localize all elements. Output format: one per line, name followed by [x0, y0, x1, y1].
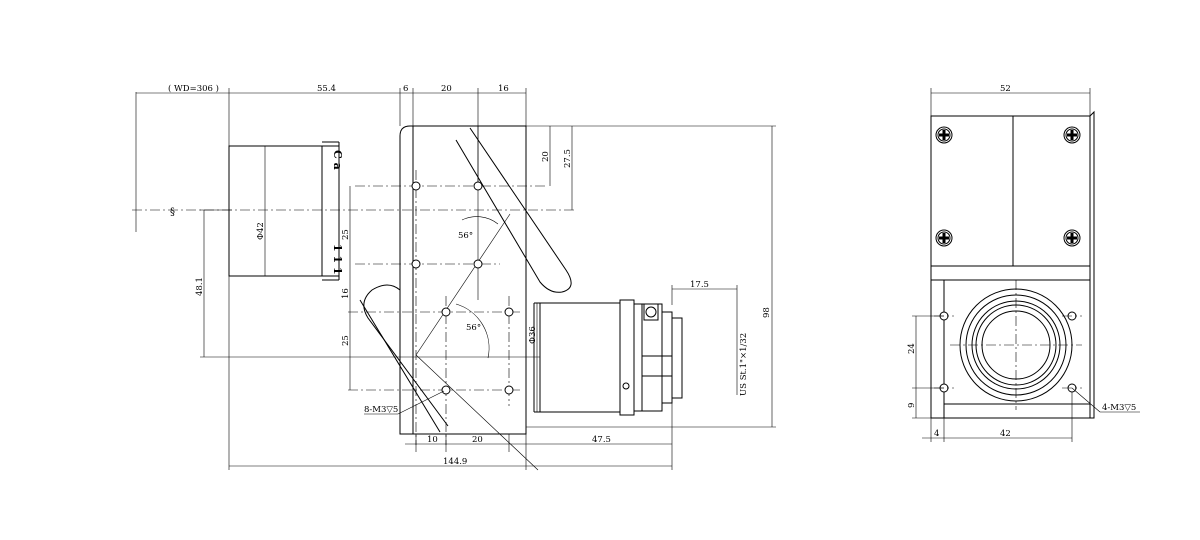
- dim-9: 9: [907, 403, 917, 408]
- dim-55-4: 55.4: [317, 84, 336, 94]
- hole: [411, 181, 421, 191]
- dim-6: 6: [403, 84, 408, 94]
- hole: [504, 307, 514, 317]
- dim-phi42: Φ42: [256, 222, 266, 240]
- dim-25-upper: 25: [341, 229, 351, 240]
- dim-16-left: 16: [341, 288, 351, 299]
- dim-20-top: 20: [441, 84, 452, 94]
- dim-24: 24: [907, 343, 917, 354]
- lens-marks-text: 1 1 1: [331, 244, 344, 275]
- lens-brand-text: C a: [331, 150, 344, 170]
- dim-47-5: 47.5: [592, 435, 611, 445]
- dim-42: 42: [1000, 429, 1011, 439]
- screw-icon: [1063, 229, 1081, 247]
- dim-98: 98: [762, 307, 772, 318]
- hole: [504, 385, 514, 395]
- front-view: 52: [907, 84, 1140, 442]
- dim-16-top: 16: [498, 84, 509, 94]
- front-bracket: [930, 279, 1091, 419]
- dim-4: 4: [934, 429, 939, 439]
- dim-10: 10: [427, 435, 438, 445]
- dim-17-5: 17.5: [690, 280, 709, 290]
- dim-phi36: Φ36: [528, 326, 538, 344]
- hole: [473, 181, 483, 191]
- break-symbol: §: [170, 207, 175, 218]
- angle-56-lower: 56°: [466, 323, 481, 333]
- hole: [441, 307, 451, 317]
- upper-slot: [455, 126, 572, 300]
- angle-56-upper: 56°: [458, 231, 473, 241]
- dim-52: 52: [1000, 84, 1011, 94]
- dim-20-bottom: 20: [472, 435, 483, 445]
- lens-rings: [950, 280, 1082, 410]
- hole-callout-4-m3: 4-M3▽5: [1102, 403, 1136, 413]
- lower-slot: [359, 284, 449, 433]
- screw-icon: [935, 126, 953, 144]
- hole: [411, 259, 421, 269]
- dim-25-lower: 25: [341, 335, 351, 346]
- camera-body: [533, 299, 683, 416]
- screw-icon: [1063, 126, 1081, 144]
- mounting-holes: [411, 181, 514, 395]
- lens-barrel: C a 1 1 1: [228, 141, 344, 281]
- hole: [441, 385, 451, 395]
- side-view: ( WD=306 ) § C a 1 1 1 55.4 Φ42 6: [132, 83, 776, 471]
- dim-27-5: 27.5: [563, 149, 573, 168]
- dim-144-9: 144.9: [443, 457, 467, 467]
- bracket-plate: [399, 125, 527, 435]
- dim-wd: ( WD=306 ): [168, 83, 219, 94]
- dim-20-right: 20: [541, 151, 551, 162]
- screw-icon: [935, 229, 953, 247]
- dim-48-1: 48.1: [195, 277, 205, 296]
- mount-thread-label: US St.1"×1/32: [739, 333, 749, 396]
- hole-callout-8-m3: 8-M3▽5: [364, 405, 398, 415]
- hole: [473, 259, 483, 269]
